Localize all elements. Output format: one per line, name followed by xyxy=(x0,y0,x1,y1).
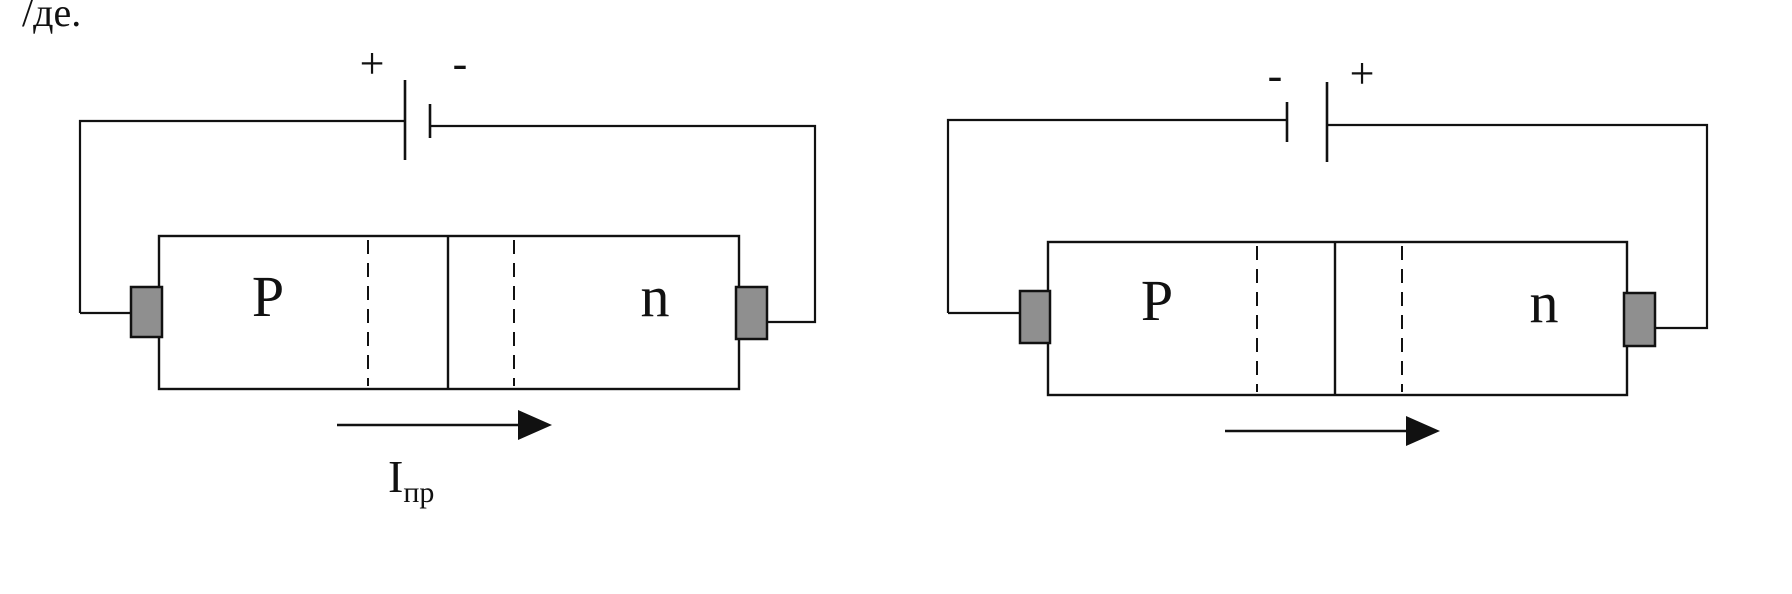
battery-sign-minus: - xyxy=(453,39,468,88)
left-wire-from-anode xyxy=(78,119,405,313)
battery-sign-minus: - xyxy=(1268,51,1283,100)
left-wire-from-anode xyxy=(946,118,1287,313)
right-wire-to-cathode xyxy=(1327,123,1709,330)
current-subscript: пр xyxy=(403,476,434,509)
current-symbol: I xyxy=(388,451,403,502)
reverse-bias-diagram: - + P n xyxy=(946,49,1709,446)
n-region-label: n xyxy=(641,264,670,329)
arrow-head xyxy=(518,410,552,440)
caption-fragment: /де. xyxy=(22,0,81,35)
battery-source-forward: + - xyxy=(360,39,468,160)
forward-current-label: Iпр xyxy=(388,451,434,509)
anode-contact xyxy=(129,285,164,339)
arrow-head xyxy=(1406,416,1440,446)
right-wire-to-cathode xyxy=(430,124,817,324)
n-region-label: n xyxy=(1530,270,1559,335)
battery-sign-plus: + xyxy=(1350,49,1375,98)
cathode-contact xyxy=(734,285,769,341)
battery-sign-plus: + xyxy=(360,39,385,88)
current-direction-arrow xyxy=(1225,416,1440,446)
anode-contact xyxy=(1018,289,1052,345)
cathode-contact xyxy=(1622,291,1657,348)
battery-source-reverse: - + xyxy=(1268,49,1375,162)
current-direction-arrow xyxy=(337,410,552,440)
p-region-label: P xyxy=(252,264,284,329)
p-region-label: P xyxy=(1141,268,1173,333)
forward-bias-diagram: + - P n Iпр xyxy=(78,39,817,509)
